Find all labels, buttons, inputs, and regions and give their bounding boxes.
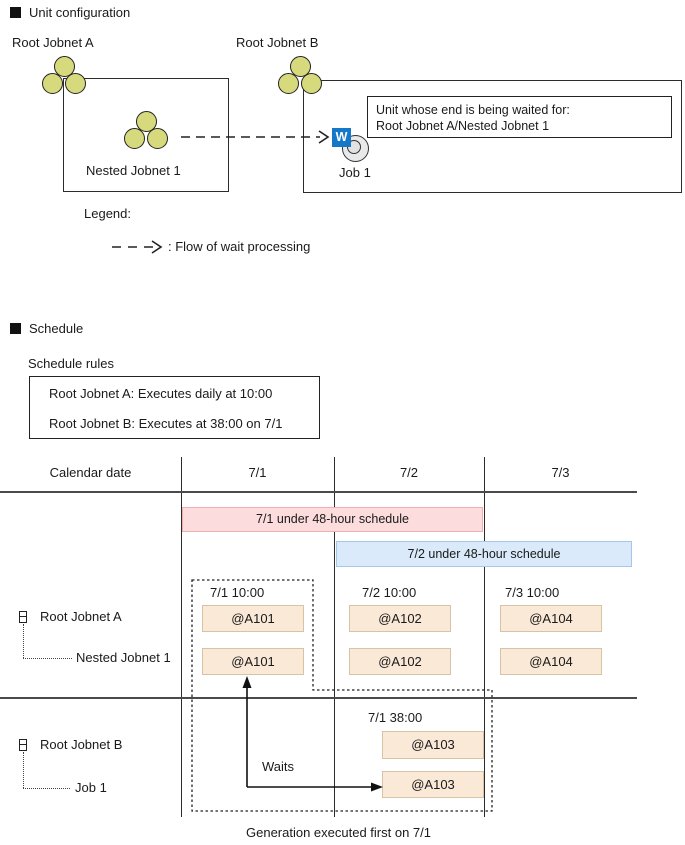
generation-box: @A101 <box>202 648 304 675</box>
waits-arrow <box>242 676 383 792</box>
generation-box: @A101 <box>202 605 304 632</box>
jobnet-circle <box>290 56 311 77</box>
section-marker-icon <box>10 323 21 334</box>
section-title-schedule: Schedule <box>29 321 84 336</box>
jobnet-icon <box>42 56 88 95</box>
row-label-root-jobnet-b: Root Jobnet B <box>40 737 123 752</box>
generation-box: @A103 <box>382 771 484 798</box>
column-line <box>181 457 182 817</box>
schedule-rules-title: Schedule rules <box>28 356 114 371</box>
jobnet-circle <box>65 73 86 94</box>
tree-connector-vertical <box>23 624 24 658</box>
tree-node-icon <box>19 739 27 751</box>
generation-box: @A102 <box>349 648 451 675</box>
jobnet-circle <box>301 73 322 94</box>
column-header-7-2: 7/2 <box>399 465 419 480</box>
column-header-7-3: 7/3 <box>551 465 570 480</box>
tree-connector-horizontal <box>23 658 72 659</box>
legend-dashed-arrow-icon <box>112 240 163 254</box>
waits-label: Waits <box>262 759 295 774</box>
exec-time-label: 7/1 38:00 <box>368 710 423 725</box>
section-marker-icon <box>10 7 21 18</box>
jobnet-circle <box>147 128 168 149</box>
band-7-1-48-hour: 7/1 under 48-hour schedule <box>182 507 483 532</box>
jobnet-circle <box>136 111 157 132</box>
nested-jobnet-icon <box>124 111 170 150</box>
generation-box: @A102 <box>349 605 451 632</box>
column-line <box>484 457 485 817</box>
wait-target-callout: Unit whose end is being waited for: Root… <box>367 96 672 138</box>
generation-footer-note: Generation executed first on 7/1 <box>246 825 432 840</box>
generation-box: @A103 <box>382 731 484 759</box>
tree-node-icon <box>19 611 27 623</box>
row-separator-line <box>0 697 637 699</box>
row-label-root-jobnet-a: Root Jobnet A <box>40 609 122 624</box>
band-7-2-48-hour: 7/2 under 48-hour schedule <box>336 541 632 567</box>
schedule-rule-a: Root Jobnet A: Executes daily at 10:00 <box>49 386 273 401</box>
root-jobnet-b-label: Root Jobnet B <box>236 35 319 50</box>
root-jobnet-a-label: Root Jobnet A <box>12 35 94 50</box>
exec-time-label: 7/3 10:00 <box>505 585 560 600</box>
generation-box: @A104 <box>500 605 602 632</box>
header-separator-line <box>0 491 637 493</box>
schedule-rule-b: Root Jobnet B: Executes at 38:00 on 7/1 <box>49 416 283 431</box>
root-jobnet-a-box <box>63 78 229 192</box>
row-label-nested-jobnet-1: Nested Jobnet 1 <box>76 650 171 665</box>
nested-jobnet-label: Nested Jobnet 1 <box>86 163 181 178</box>
first-generation-outline <box>191 579 493 812</box>
section-title-unit-configuration: Unit configuration <box>29 5 131 20</box>
wait-badge-icon: W <box>332 128 351 147</box>
job-label: Job 1 <box>339 165 371 180</box>
row-label-job-1: Job 1 <box>75 780 107 795</box>
callout-line-1: Unit whose end is being waited for: <box>376 103 570 117</box>
jobnet-circle <box>278 73 299 94</box>
tree-connector-horizontal <box>23 788 70 789</box>
column-line <box>334 457 335 817</box>
tree-connector-vertical <box>23 752 24 788</box>
callout-line-2: Root Jobnet A/Nested Jobnet 1 <box>376 119 550 133</box>
exec-time-label: 7/1 10:00 <box>210 585 265 600</box>
legend-wait-flow-label: : Flow of wait processing <box>168 239 311 254</box>
legend-title: Legend: <box>84 206 131 221</box>
schedule-rules-box <box>29 376 320 439</box>
jobnet-circle <box>42 73 63 94</box>
jobnet-circle <box>124 128 145 149</box>
column-header-calendar-date: Calendar date <box>49 465 132 480</box>
exec-time-label: 7/2 10:00 <box>362 585 417 600</box>
column-header-7-1: 7/1 <box>248 465 267 480</box>
generation-box: @A104 <box>500 648 602 675</box>
wait-flow-arrow <box>181 130 330 144</box>
jobnet-circle <box>54 56 75 77</box>
jobnet-icon <box>278 56 324 95</box>
